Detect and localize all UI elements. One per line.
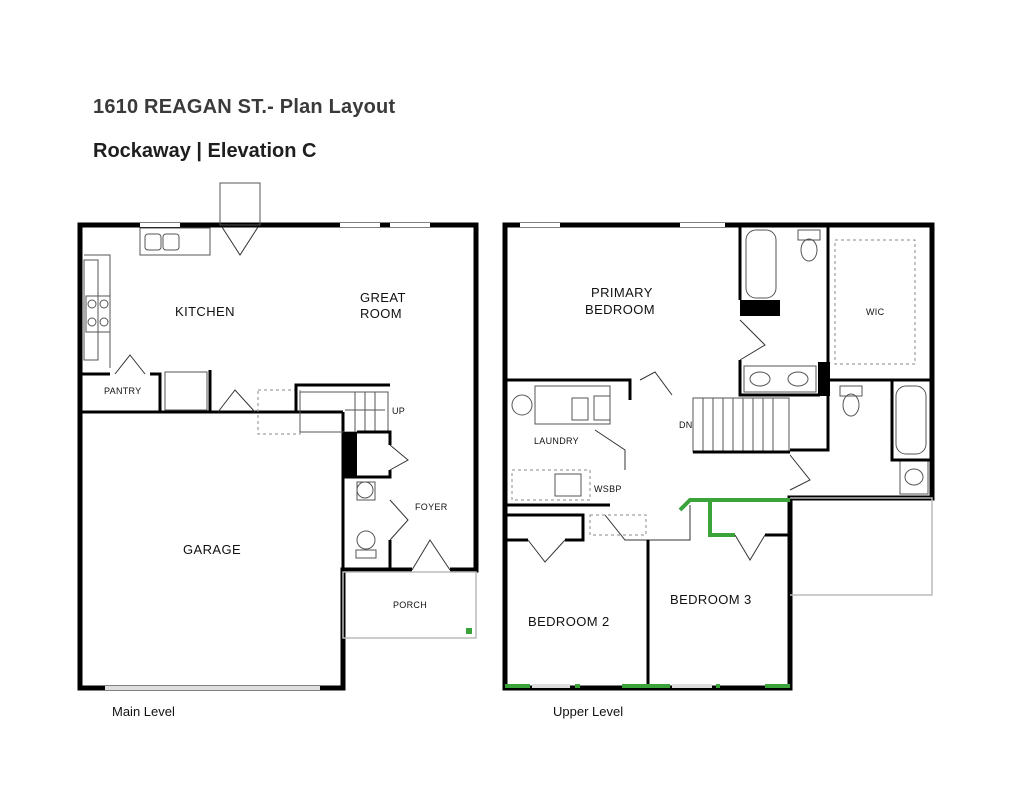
stair-up-label: UP bbox=[392, 406, 405, 416]
room-label-primary-1: PRIMARY bbox=[591, 285, 653, 300]
room-label-bedroom2: BEDROOM 2 bbox=[528, 614, 610, 629]
room-label-porch: PORCH bbox=[393, 600, 427, 610]
room-label-garage: GARAGE bbox=[183, 542, 241, 557]
upper-level-plan bbox=[502, 222, 935, 691]
main-level-label: Main Level bbox=[112, 704, 175, 719]
room-label-pantry: PANTRY bbox=[104, 386, 141, 396]
plan-title: 1610 REAGAN ST.- Plan Layout bbox=[93, 96, 396, 118]
room-label-wsbp: WSBP bbox=[594, 484, 622, 494]
room-label-kitchen: KITCHEN bbox=[175, 304, 235, 319]
room-label-great-room-1: GREAT bbox=[360, 290, 406, 305]
room-label-great-room-2: ROOM bbox=[360, 306, 402, 321]
stair-down-label: DN bbox=[679, 420, 693, 430]
plan-subtitle: Rockaway | Elevation C bbox=[93, 140, 317, 162]
room-label-primary-2: BEDROOM bbox=[585, 302, 655, 317]
room-label-laundry: LAUNDRY bbox=[534, 436, 579, 446]
room-label-foyer: FOYER bbox=[415, 502, 448, 512]
upper-level-label: Upper Level bbox=[553, 704, 624, 719]
room-label-wic: WIC bbox=[866, 307, 885, 317]
main-level-plan bbox=[77, 182, 479, 691]
room-label-bedroom3: BEDROOM 3 bbox=[670, 592, 752, 607]
